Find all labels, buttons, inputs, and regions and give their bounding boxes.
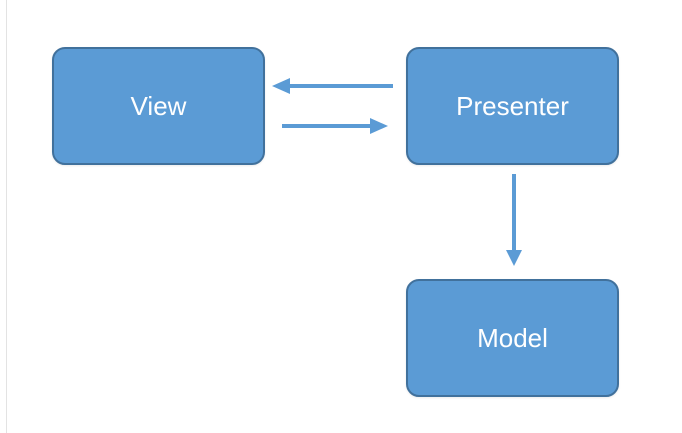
arrow-presenter-to-model <box>506 174 522 266</box>
arrow-presenter-to-view <box>272 78 393 94</box>
arrow-view-to-presenter <box>282 118 388 134</box>
left-border-line <box>6 0 7 433</box>
view-box: View <box>52 47 265 165</box>
model-label: Model <box>477 322 548 353</box>
view-label: View <box>130 90 187 121</box>
presenter-label: Presenter <box>456 90 569 121</box>
presenter-box: Presenter <box>406 47 619 165</box>
model-box: Model <box>406 279 619 397</box>
